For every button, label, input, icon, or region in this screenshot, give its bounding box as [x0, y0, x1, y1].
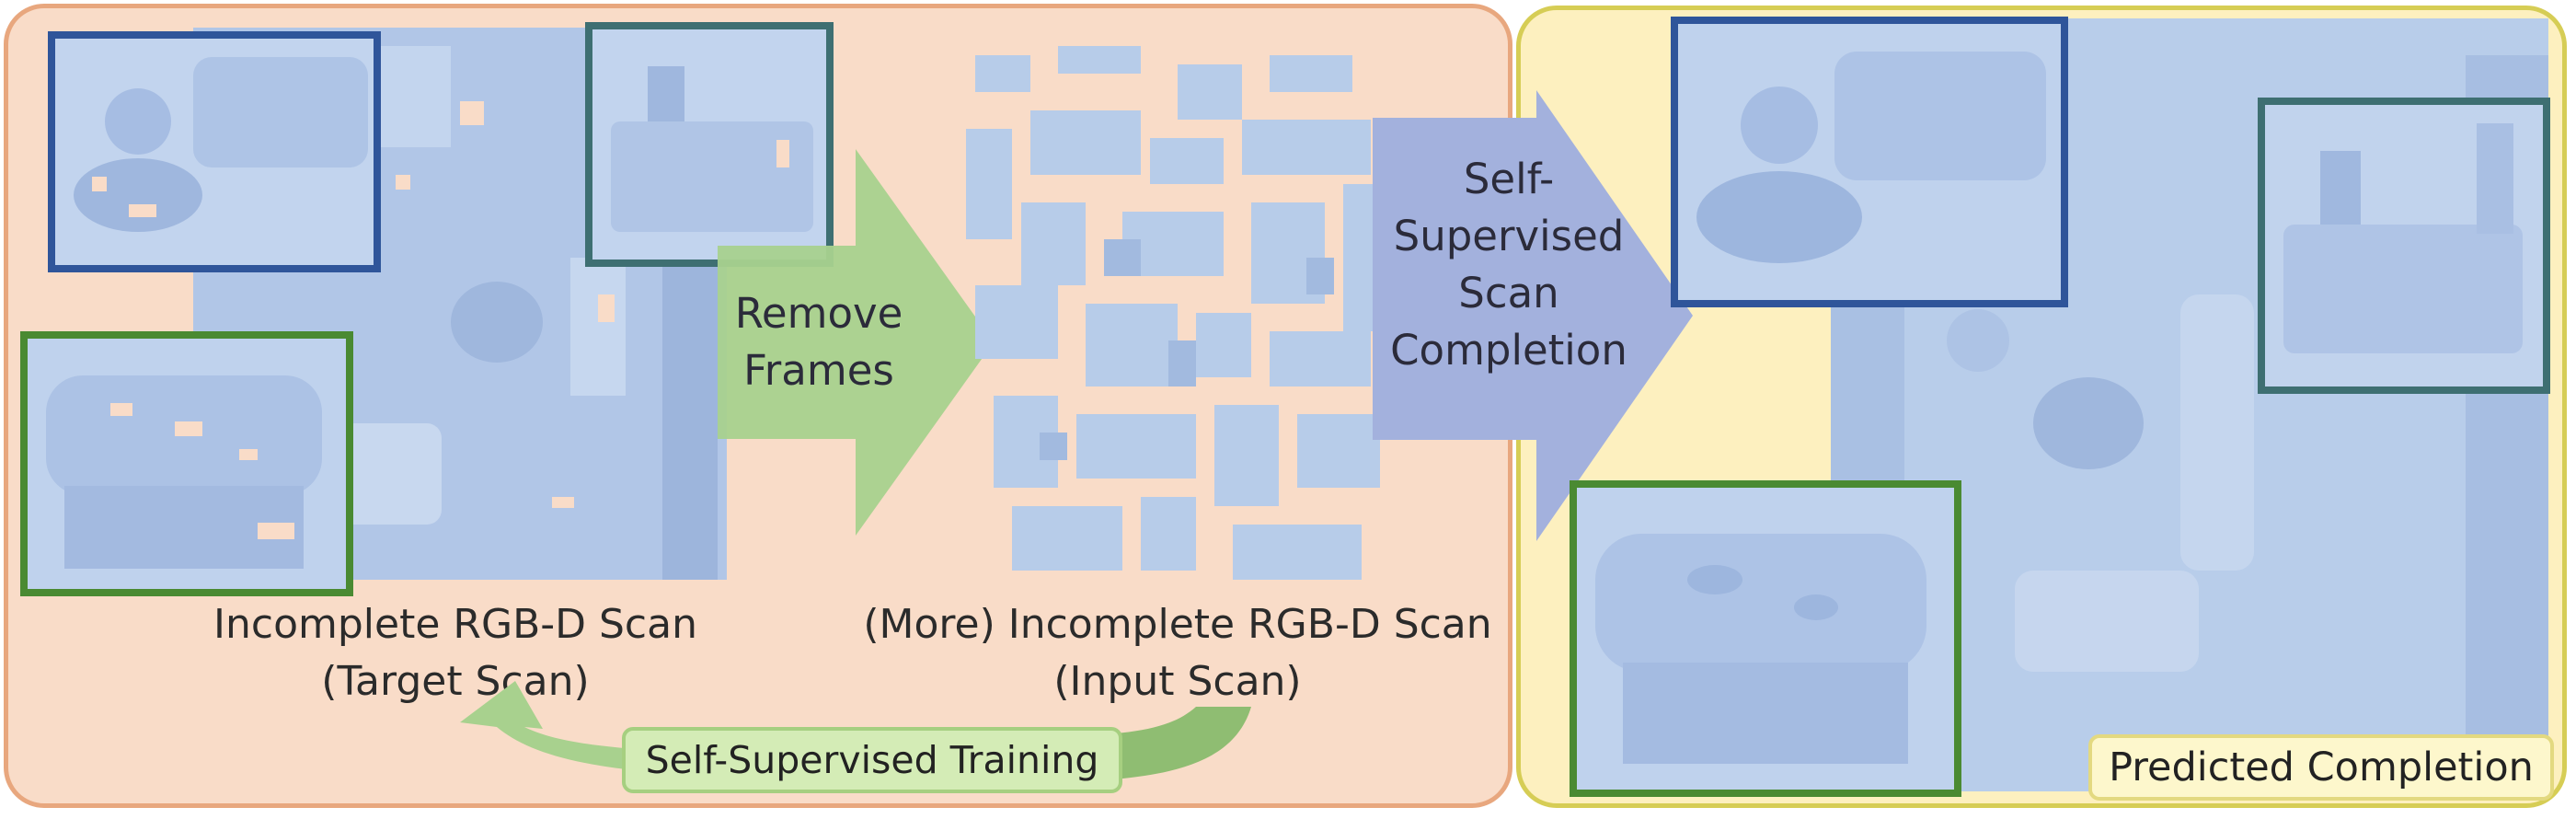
input-scan-image	[966, 46, 1389, 580]
predicted-thumb-table	[1570, 480, 1961, 797]
remove-frames-line1: Remove	[734, 289, 903, 338]
remove-frames-label: Remove Frames	[727, 285, 911, 399]
target-scan-caption-line1: Incomplete RGB-D Scan	[213, 601, 697, 648]
target-scan-caption: Incomplete RGB-D Scan (Target Scan)	[212, 596, 699, 710]
input-scan-caption-line2: (Input Scan)	[1053, 658, 1302, 705]
completion-line2: Supervised	[1393, 212, 1625, 260]
predicted-thumb-sofa	[1671, 17, 2068, 307]
predicted-completion-label: Predicted Completion	[2088, 734, 2554, 801]
remove-frames-line2: Frames	[743, 346, 894, 395]
target-thumb-cabinet	[585, 22, 834, 267]
predicted-thumb-cabinet	[2258, 98, 2550, 394]
completion-arrow	[1373, 90, 1693, 541]
completion-line1: Self-	[1463, 155, 1555, 203]
remove-frames-arrow	[718, 149, 994, 536]
input-scan-caption: (More) Incomplete RGB-D Scan (Input Scan…	[846, 596, 1509, 710]
target-thumb-table	[20, 331, 353, 596]
target-thumb-sofa	[48, 31, 381, 272]
completion-line4: Completion	[1390, 326, 1627, 375]
self-supervised-training-label: Self-Supervised Training	[622, 727, 1122, 793]
input-scan-caption-line1: (More) Incomplete RGB-D Scan	[863, 601, 1492, 648]
completion-line3: Scan	[1458, 269, 1559, 317]
completion-label: Self- Supervised Scan Completion	[1371, 151, 1647, 379]
target-scan-caption-line2: (Target Scan)	[321, 658, 590, 705]
